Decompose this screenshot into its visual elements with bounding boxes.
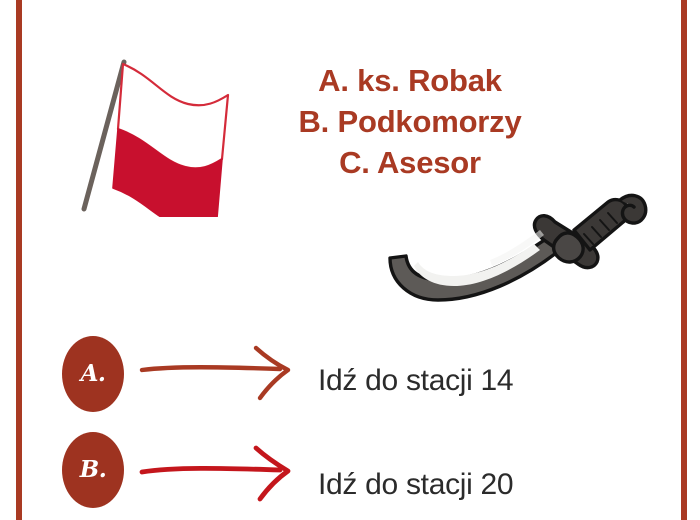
route-arrow-b <box>138 444 318 502</box>
sabre-grip-wrap <box>583 212 618 245</box>
route-row-b: B. Idź do stacji 20 <box>60 430 680 516</box>
sabre-ferrule <box>551 231 585 264</box>
route-arrow-a <box>138 344 318 402</box>
route-row-a: A. Idź do stacji 14 <box>60 334 680 420</box>
route-badge-b: B. <box>62 432 124 508</box>
arrow-shaft-b <box>139 465 283 475</box>
answer-option-a: A. ks. Robak <box>318 63 502 98</box>
polish-flag-illustration <box>72 52 252 229</box>
sabre-pommel <box>618 193 648 225</box>
sabre-blade-highlight <box>414 230 544 286</box>
answer-option-c: C. Asesor <box>339 145 481 180</box>
left-frame-bar <box>16 0 22 520</box>
answer-option-b: B. Podkomorzy <box>298 104 522 139</box>
arrow-head-b <box>253 445 291 502</box>
flag-pole-icon <box>81 59 127 212</box>
route-label-b: Idź do stacji 20 <box>318 468 514 501</box>
answer-options-list: A. ks. Robak B. Podkomorzy C. Asesor <box>250 60 570 183</box>
route-label-a: Idź do stacji 14 <box>318 364 514 397</box>
arrow-shaft-a <box>139 365 283 373</box>
right-frame-bar <box>681 0 687 520</box>
arrow-head-a <box>253 345 291 401</box>
route-badge-a: A. <box>62 336 124 412</box>
sabre-illustration <box>382 192 650 307</box>
sabre-grip <box>572 197 630 252</box>
